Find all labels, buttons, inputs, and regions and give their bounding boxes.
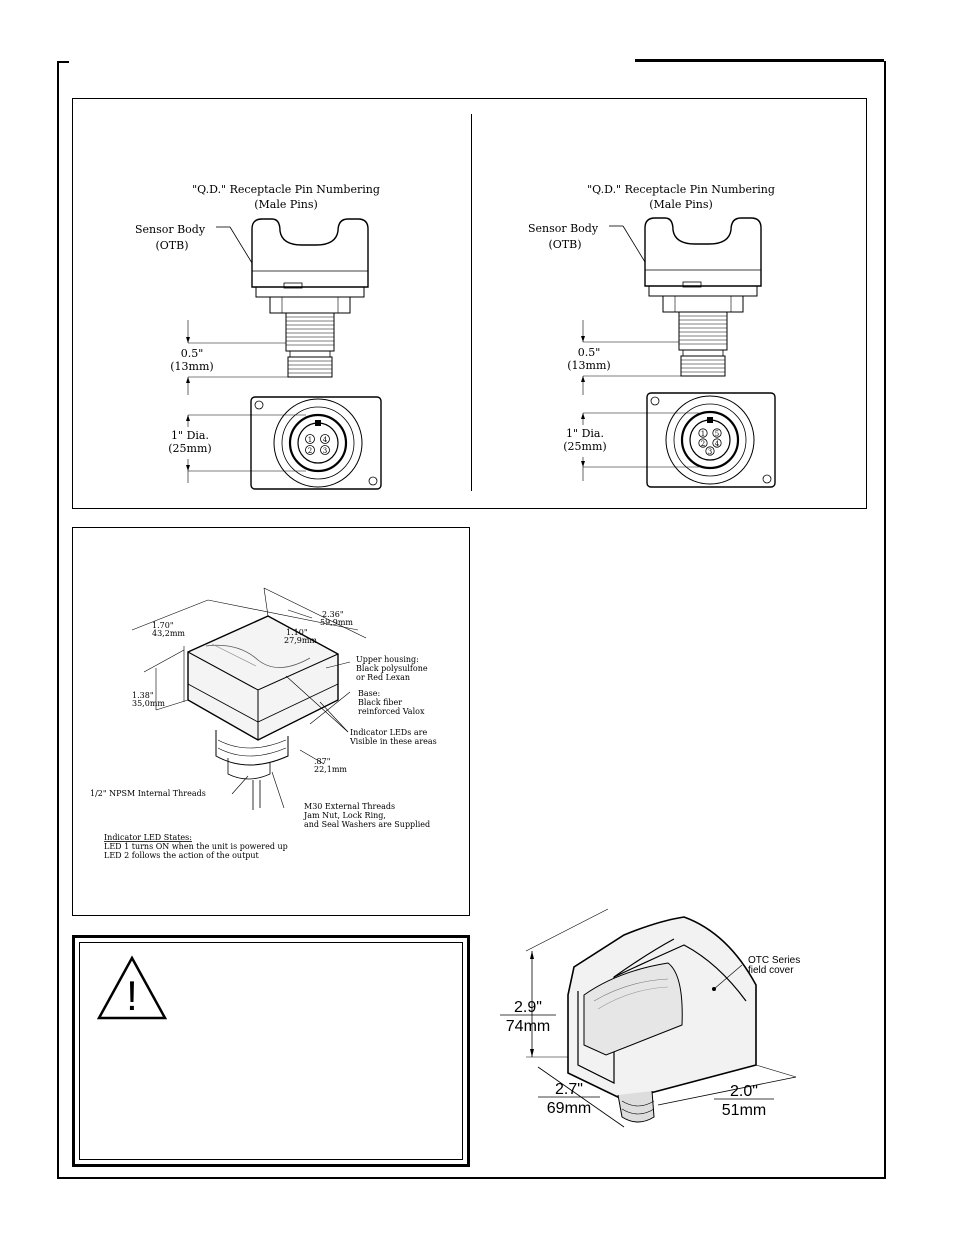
dim-half-inch: 0.5" bbox=[181, 347, 204, 360]
qd-drawing-right: "Q.D." Receptacle Pin Numbering (Male Pi… bbox=[528, 183, 776, 488]
depth-mm: 43,2mm bbox=[152, 629, 185, 638]
qd-panel bbox=[72, 98, 867, 509]
qd-title-line2: (Male Pins) bbox=[254, 198, 318, 211]
field-cover-drawing: OTC Series field cover 2.9" 74mm 2.7" 69… bbox=[500, 908, 800, 1128]
qd-title-line2: (Male Pins) bbox=[649, 198, 713, 211]
thread-inch: .87" bbox=[314, 757, 330, 766]
page-frame bbox=[57, 61, 886, 1179]
qd-title-line1: "Q.D." Receptacle Pin Numbering bbox=[587, 183, 775, 196]
inner-inch: 1.10" bbox=[286, 628, 308, 637]
cover-width-inch: 2.0" bbox=[730, 1083, 758, 1100]
cover-height-inch: 2.9" bbox=[514, 999, 542, 1016]
led-states-title: Indicator LED States: bbox=[104, 833, 192, 842]
pin-4: 4 bbox=[715, 440, 720, 448]
inner-mm: 27,9mm bbox=[284, 636, 317, 645]
thread-mm: 22,1mm bbox=[314, 765, 347, 774]
cover-width-mm: 51mm bbox=[722, 1102, 766, 1119]
qd-panel-divider bbox=[471, 114, 472, 491]
pin-1: 1 bbox=[308, 436, 312, 444]
qd-drawing-left: "Q.D." Receptacle Pin Numbering (Male Pi… bbox=[135, 183, 382, 490]
m30-jam-nut: Jam Nut, Lock Ring, bbox=[303, 811, 386, 820]
dim-dia-inch: 1" Dia. bbox=[171, 429, 209, 442]
sensor-body-code: (OTB) bbox=[548, 238, 581, 251]
pin-5: 5 bbox=[715, 430, 719, 438]
led-state-1: LED 1 turns ON when the unit is powered … bbox=[104, 842, 288, 851]
dim-half-mm: (13mm) bbox=[567, 359, 610, 372]
warning-box bbox=[72, 935, 470, 1167]
sensor-body-label: Sensor Body bbox=[528, 222, 599, 235]
frame-top-left bbox=[57, 61, 69, 63]
sensor-body-shape bbox=[251, 218, 369, 288]
pin-2: 2 bbox=[308, 447, 312, 455]
frame-top-right bbox=[635, 59, 884, 62]
dim-dia-inch: 1" Dia. bbox=[566, 427, 604, 440]
sensor-body-code: (OTB) bbox=[155, 239, 188, 252]
upper-housing-alt: or Red Lexan bbox=[356, 673, 410, 682]
sensor-body-label: Sensor Body bbox=[135, 223, 206, 236]
warning-inner-border bbox=[79, 942, 463, 1160]
dimension-drawing: 2.36" 59,9mm 1.70" 43,2mm 1.10" 27,9mm 1… bbox=[90, 587, 437, 860]
pin-1: 1 bbox=[701, 430, 705, 438]
base-material: Black fiber bbox=[358, 698, 402, 707]
base-label: Base: bbox=[358, 689, 380, 698]
base-reinforcement: reinforced Valox bbox=[358, 707, 425, 716]
led-visible-label: Indicator LEDs are bbox=[350, 728, 427, 737]
upper-housing-label: Upper housing: bbox=[356, 655, 419, 664]
npsm-label: 1/2" NPSM Internal Threads bbox=[90, 789, 206, 798]
width-mm: 59,9mm bbox=[320, 618, 353, 627]
height-mm: 35,0mm bbox=[132, 699, 165, 708]
pin-3: 3 bbox=[708, 448, 712, 456]
cover-depth-inch: 2.7" bbox=[555, 1081, 583, 1098]
cover-label: OTC Series bbox=[748, 955, 800, 966]
cover-height-mm: 74mm bbox=[506, 1018, 550, 1035]
led-visible-areas: Visible in these areas bbox=[349, 737, 437, 746]
led-state-2: LED 2 follows the action of the output bbox=[104, 851, 260, 860]
pin-2: 2 bbox=[701, 440, 705, 448]
pin-4: 4 bbox=[323, 436, 328, 444]
dim-dia-mm: (25mm) bbox=[168, 442, 211, 455]
m30-label: M30 External Threads bbox=[304, 802, 395, 811]
warning-icon: ! bbox=[97, 955, 167, 1020]
m30-seal-washers: and Seal Washers are Supplied bbox=[304, 820, 430, 829]
dim-half-mm: (13mm) bbox=[170, 360, 213, 373]
sensor-body-shape bbox=[644, 217, 762, 287]
dim-dia-mm: (25mm) bbox=[563, 440, 606, 453]
dim-half-inch: 0.5" bbox=[578, 346, 601, 359]
cover-label-sub: field cover bbox=[748, 965, 794, 976]
pin-3: 3 bbox=[323, 447, 327, 455]
warning-symbol: ! bbox=[126, 972, 138, 1019]
width-inch: 2.36" bbox=[322, 610, 344, 619]
cover-depth-mm: 69mm bbox=[547, 1100, 591, 1117]
upper-housing-material: Black polysulfone bbox=[356, 664, 428, 673]
qd-title-line1: "Q.D." Receptacle Pin Numbering bbox=[192, 183, 380, 196]
dimensions-panel bbox=[72, 527, 470, 916]
depth-inch: 1.70" bbox=[152, 621, 174, 630]
sensor-housing bbox=[187, 615, 339, 741]
height-inch: 1.38" bbox=[132, 691, 154, 700]
